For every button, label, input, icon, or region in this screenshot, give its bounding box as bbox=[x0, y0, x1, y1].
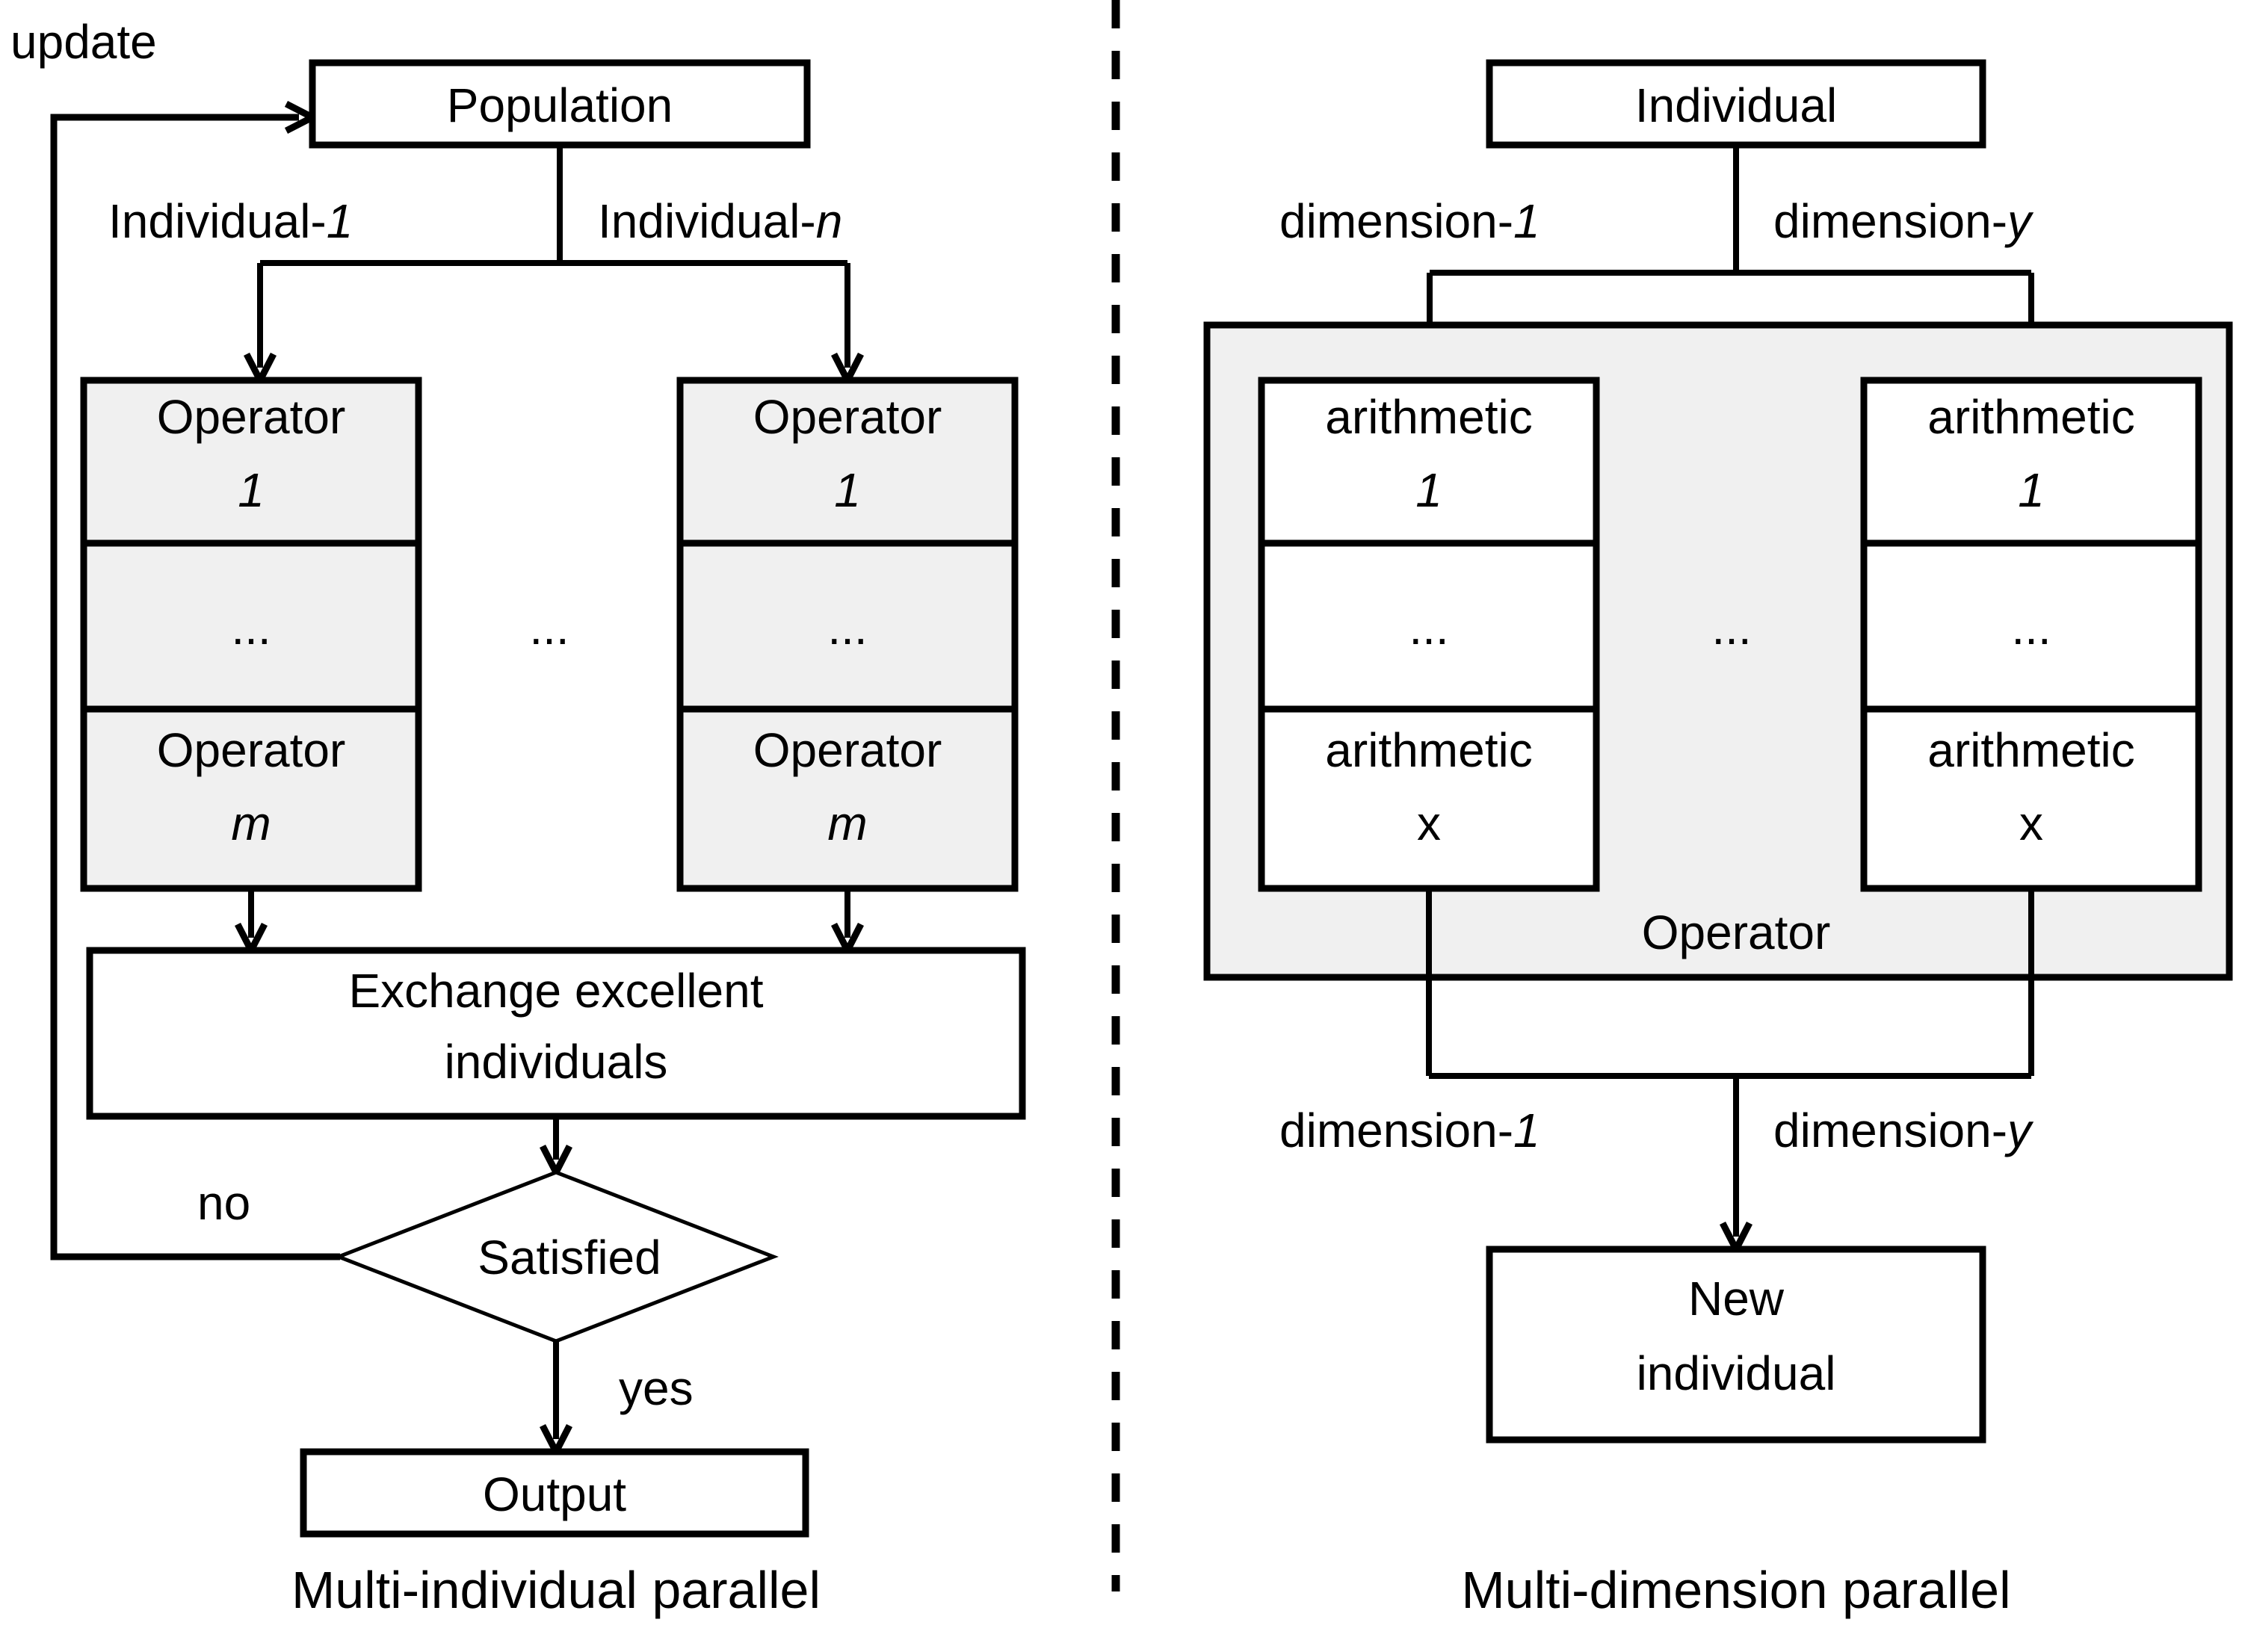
node-exchange-label-line2: individuals bbox=[445, 1035, 668, 1089]
node-population bbox=[309, 59, 811, 149]
node-arithmetic-left-x-index: x bbox=[1417, 796, 1441, 850]
node-arithmetic-right-mid-label: ... bbox=[2011, 601, 2051, 655]
edge-label-dimension-first-top: dimension-1 bbox=[1279, 194, 1540, 248]
node-operator-group-label: Operator bbox=[1642, 906, 1831, 959]
edge-label-individual-first: Individual-1 bbox=[108, 194, 353, 248]
caption-multi-dimension: Multi-dimension parallel bbox=[1461, 1561, 2010, 1619]
node-output-label: Output bbox=[483, 1467, 626, 1521]
node-operator-right-m bbox=[676, 705, 1019, 892]
node-operator-left-m-index: m bbox=[231, 796, 271, 850]
operator-stack-left: Operator 1 ... Operator m bbox=[80, 377, 422, 892]
node-arithmetic-left-x bbox=[1258, 705, 1600, 892]
node-new-individual bbox=[1486, 1246, 1986, 1444]
node-arithmetic-left-x-label: arithmetic bbox=[1325, 723, 1532, 777]
node-new-individual-label-line2: individual bbox=[1637, 1346, 1836, 1400]
edge-label-update: update bbox=[10, 15, 157, 69]
caption-multi-individual: Multi-individual parallel bbox=[291, 1561, 821, 1619]
node-new-individual-label-line1: New bbox=[1688, 1272, 1785, 1325]
edge-label-individual-last: Individual-n bbox=[598, 194, 842, 248]
exchange-to-decision-edge bbox=[539, 1116, 573, 1180]
stacks-between-ellipsis: ... bbox=[529, 601, 569, 655]
edge-label-dimension-last-top-index: y bbox=[2004, 194, 2034, 248]
node-arithmetic-right-x bbox=[1860, 705, 2202, 892]
edge-label-dimension-first-bottom: dimension-1 bbox=[1279, 1104, 1540, 1157]
node-arithmetic-right-1 bbox=[1860, 377, 2202, 547]
node-individual bbox=[1486, 59, 1986, 149]
node-population-label: Population bbox=[447, 78, 673, 132]
edge-label-individual-last-index: n bbox=[816, 194, 843, 248]
node-operator-right-m-index: m bbox=[827, 796, 867, 850]
edge-label-no: no bbox=[197, 1176, 250, 1230]
panel-multi-individual: update Population Individual-1 Individua… bbox=[10, 15, 1026, 1619]
node-arithmetic-right-x-index: x bbox=[2019, 796, 2043, 850]
node-operator-right-1-index: 1 bbox=[834, 463, 861, 517]
arith-between-ellipsis: ... bbox=[1711, 601, 1751, 655]
edge-label-dimension-first-bottom-index: 1 bbox=[1513, 1104, 1540, 1157]
node-operator-right-mid bbox=[676, 539, 1019, 713]
node-arithmetic-left-mid bbox=[1258, 539, 1600, 713]
node-arithmetic-right-1-index: 1 bbox=[2018, 463, 2045, 517]
node-exchange bbox=[86, 947, 1026, 1120]
arithmetic-stack-right: arithmetic 1 ... arithmetic x bbox=[1860, 377, 2202, 892]
node-arithmetic-left-mid-label: ... bbox=[1409, 601, 1448, 655]
arithmetic-stack-left: arithmetic 1 ... arithmetic x bbox=[1258, 377, 1600, 892]
node-operator-right-1-label: Operator bbox=[753, 390, 942, 444]
edge-label-individual-first-index: 1 bbox=[327, 194, 353, 248]
panel-multi-dimension: Individual dimension-1 dimension-y Opera… bbox=[1203, 59, 2233, 1619]
node-arithmetic-right-x-label: arithmetic bbox=[1927, 723, 2134, 777]
node-arithmetic-right-1-label: arithmetic bbox=[1927, 390, 2134, 444]
node-operator-left-1-index: 1 bbox=[238, 463, 265, 517]
arithmetic-merge-edges bbox=[1426, 888, 2034, 1257]
node-exchange-label-line1: Exchange excellent bbox=[348, 964, 763, 1018]
node-operator-left-m bbox=[80, 705, 422, 892]
node-arithmetic-left-1-index: 1 bbox=[1415, 463, 1442, 517]
node-decision-satisfied-label: Satisfied bbox=[478, 1231, 661, 1284]
node-individual-label: Individual bbox=[1635, 78, 1837, 132]
edge-label-dimension-last-bottom: dimension-y bbox=[1773, 1104, 2034, 1157]
population-split-edges bbox=[243, 145, 865, 388]
node-operator-right-m-label: Operator bbox=[753, 723, 942, 777]
node-operator-left-m-label: Operator bbox=[157, 723, 346, 777]
node-operator-left-mid-label: ... bbox=[231, 601, 271, 655]
node-operator-left-mid bbox=[80, 539, 422, 713]
node-output bbox=[300, 1448, 809, 1538]
edge-label-dimension-first-top-index: 1 bbox=[1513, 194, 1540, 248]
edge-label-dimension-last-top: dimension-y bbox=[1773, 194, 2034, 248]
decision-to-output-edge bbox=[539, 1341, 573, 1459]
node-operator-right-mid-label: ... bbox=[827, 601, 867, 655]
edge-label-yes: yes bbox=[619, 1361, 694, 1415]
operators-to-exchange-edges bbox=[234, 888, 865, 958]
node-arithmetic-left-1-label: arithmetic bbox=[1325, 390, 1532, 444]
operator-stack-right: Operator 1 ... Operator m bbox=[676, 377, 1019, 892]
node-arithmetic-right-mid bbox=[1860, 539, 2202, 713]
edge-label-dimension-last-bottom-index: y bbox=[2004, 1104, 2034, 1157]
node-operator-left-1-label: Operator bbox=[157, 390, 346, 444]
